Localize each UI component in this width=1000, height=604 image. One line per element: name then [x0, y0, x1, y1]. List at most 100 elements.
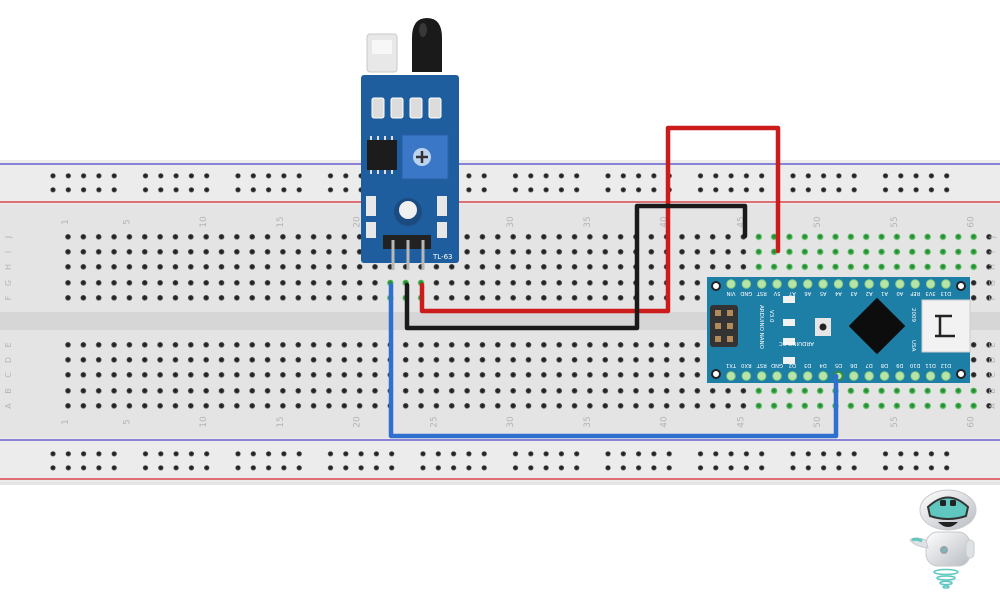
power-rail-hole[interactable]: [805, 465, 812, 471]
breadboard-hole[interactable]: [540, 249, 547, 255]
power-rail-hole[interactable]: [898, 173, 904, 179]
breadboard-hole[interactable]: [249, 403, 256, 409]
breadboard-hole[interactable]: [740, 264, 747, 270]
power-rail-hole[interactable]: [728, 465, 734, 471]
power-rail-hole[interactable]: [697, 187, 704, 193]
nano-pin-vin[interactable]: [726, 279, 736, 289]
nano-pin-a4[interactable]: [833, 279, 844, 289]
breadboard-hole[interactable]: [893, 263, 901, 271]
breadboard-hole[interactable]: [65, 264, 71, 270]
breadboard-hole[interactable]: [571, 388, 578, 394]
nano-pin-5v[interactable]: [772, 279, 782, 289]
breadboard-hole[interactable]: [325, 234, 332, 240]
nano-pin-d6[interactable]: [849, 371, 859, 381]
breadboard-hole[interactable]: [279, 357, 286, 363]
breadboard-hole[interactable]: [694, 264, 701, 270]
breadboard-hole[interactable]: [801, 387, 809, 395]
breadboard-hole[interactable]: [832, 233, 839, 241]
breadboard-hole[interactable]: [939, 233, 947, 241]
power-rail-hole[interactable]: [913, 451, 919, 457]
wire-vcc-to-5v[interactable]: [419, 125, 781, 314]
breadboard-hole[interactable]: [986, 234, 992, 240]
breadboard-hole[interactable]: [725, 388, 732, 394]
breadboard-hole[interactable]: [95, 357, 102, 363]
breadboard-hole[interactable]: [663, 372, 670, 378]
breadboard-hole[interactable]: [540, 295, 547, 301]
breadboard-hole[interactable]: [571, 372, 578, 378]
breadboard-hole[interactable]: [372, 264, 378, 270]
breadboard-hole[interactable]: [264, 234, 271, 240]
breadboard-hole[interactable]: [325, 280, 332, 286]
breadboard-hole[interactable]: [939, 387, 947, 395]
power-rail-hole[interactable]: [528, 465, 534, 471]
breadboard-hole[interactable]: [126, 403, 133, 409]
power-rail-hole[interactable]: [528, 451, 534, 457]
power-rail-hole[interactable]: [666, 465, 672, 471]
breadboard-hole[interactable]: [65, 357, 71, 363]
breadboard-hole[interactable]: [494, 280, 501, 286]
breadboard-hole[interactable]: [679, 403, 685, 409]
breadboard-hole[interactable]: [264, 280, 271, 286]
breadboard-hole[interactable]: [341, 264, 348, 270]
breadboard-hole[interactable]: [816, 387, 824, 395]
power-rail-hole[interactable]: [142, 173, 149, 179]
breadboard-hole[interactable]: [617, 388, 624, 394]
nano-pin-gnd[interactable]: [741, 279, 752, 289]
power-rail-hole[interactable]: [435, 451, 442, 457]
breadboard-hole[interactable]: [540, 388, 547, 394]
power-rail-hole[interactable]: [50, 465, 56, 471]
breadboard-hole[interactable]: [525, 234, 532, 240]
breadboard-hole[interactable]: [80, 264, 87, 270]
breadboard-hole[interactable]: [249, 280, 256, 286]
breadboard-hole[interactable]: [663, 357, 670, 363]
breadboard-hole[interactable]: [986, 280, 992, 286]
breadboard-hole[interactable]: [448, 295, 455, 301]
breadboard-hole[interactable]: [310, 280, 317, 286]
breadboard-hole[interactable]: [525, 372, 532, 378]
breadboard-hole[interactable]: [356, 403, 363, 409]
breadboard-hole[interactable]: [540, 342, 547, 348]
breadboard-hole[interactable]: [540, 280, 547, 286]
breadboard-hole[interactable]: [372, 342, 378, 348]
breadboard-hole[interactable]: [510, 342, 517, 348]
breadboard-hole[interactable]: [157, 372, 164, 378]
breadboard-hole[interactable]: [954, 263, 962, 271]
breadboard-hole[interactable]: [648, 357, 655, 363]
breadboard-hole[interactable]: [249, 234, 256, 240]
power-rail-hole[interactable]: [296, 451, 303, 457]
breadboard-hole[interactable]: [187, 357, 194, 363]
breadboard-hole[interactable]: [663, 342, 670, 348]
breadboard-hole[interactable]: [479, 280, 486, 286]
power-rail-hole[interactable]: [928, 187, 935, 193]
breadboard-hole[interactable]: [433, 357, 440, 363]
power-rail-hole[interactable]: [713, 465, 719, 471]
power-rail-hole[interactable]: [466, 173, 472, 179]
breadboard-hole[interactable]: [770, 263, 778, 271]
breadboard-hole[interactable]: [187, 403, 194, 409]
breadboard-hole[interactable]: [218, 280, 225, 286]
breadboard-hole[interactable]: [433, 403, 440, 409]
power-rail-hole[interactable]: [96, 451, 102, 457]
breadboard-hole[interactable]: [249, 372, 256, 378]
breadboard-hole[interactable]: [556, 280, 563, 286]
power-rail-hole[interactable]: [512, 465, 519, 471]
breadboard-hole[interactable]: [648, 388, 655, 394]
power-rail-hole[interactable]: [620, 465, 627, 471]
power-rail-hole[interactable]: [512, 451, 519, 457]
breadboard-hole[interactable]: [464, 264, 471, 270]
breadboard-hole[interactable]: [525, 388, 532, 394]
breadboard-hole[interactable]: [310, 357, 317, 363]
breadboard-hole[interactable]: [986, 264, 992, 270]
power-rail-hole[interactable]: [173, 465, 179, 471]
power-rail-hole[interactable]: [481, 187, 488, 193]
breadboard-hole[interactable]: [295, 264, 302, 270]
breadboard-hole[interactable]: [203, 388, 210, 394]
breadboard-hole[interactable]: [233, 249, 240, 255]
breadboard-hole[interactable]: [679, 234, 685, 240]
breadboard-hole[interactable]: [970, 357, 977, 363]
power-rail-hole[interactable]: [743, 465, 750, 471]
breadboard-hole[interactable]: [310, 372, 317, 378]
power-rail-hole[interactable]: [836, 451, 842, 457]
breadboard-hole[interactable]: [295, 388, 302, 394]
breadboard-hole[interactable]: [464, 249, 471, 255]
